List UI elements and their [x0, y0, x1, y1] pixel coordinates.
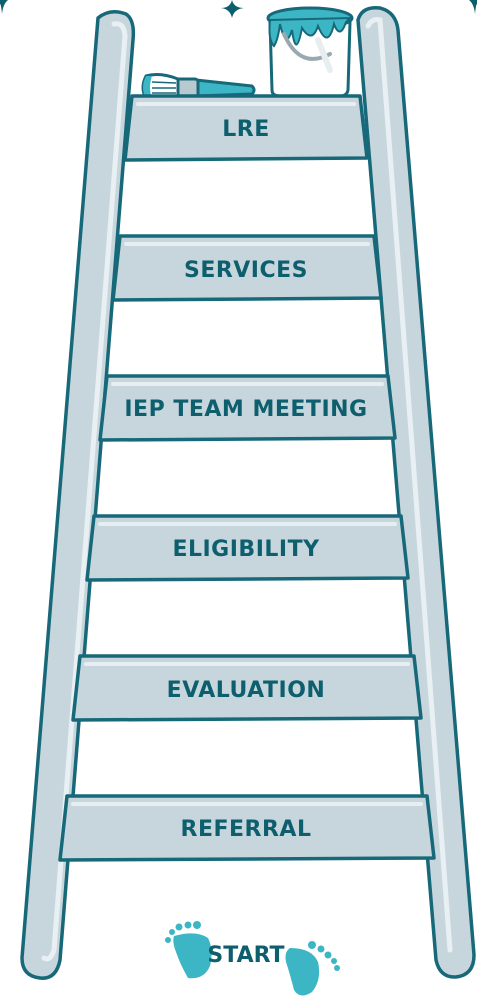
rung-label-evaluation: EVALUATION [167, 678, 326, 703]
rung-label-lre: LRE [222, 117, 270, 142]
ladder-left-rail [20, 10, 136, 980]
rung-services: SERVICES [111, 234, 383, 302]
rung-label-eligibility: ELIGIBILITY [172, 537, 320, 562]
rung-label-referral: REFERRAL [181, 817, 312, 842]
ladder-right-rail [356, 6, 476, 979]
sparkle-icon-center [221, 0, 244, 18]
rung-referral: REFERRAL [58, 794, 436, 862]
rung-iep-team-meeting: IEP TEAM MEETING [98, 374, 397, 442]
rung-lre: LRE [123, 94, 369, 162]
start-label: START [207, 943, 284, 968]
sparkle-icon-left [0, 0, 8, 14]
footprint-right-icon [285, 941, 340, 996]
rung-eligibility: ELIGIBILITY [85, 514, 410, 582]
rung-label-iep-team-meeting: IEP TEAM MEETING [124, 397, 367, 422]
sparkle-icon-right [469, 0, 477, 14]
rung-label-services: SERVICES [184, 258, 308, 283]
paint-can-icon [266, 6, 354, 98]
rung-evaluation: EVALUATION [71, 654, 423, 722]
footprint-left-icon [165, 921, 212, 979]
